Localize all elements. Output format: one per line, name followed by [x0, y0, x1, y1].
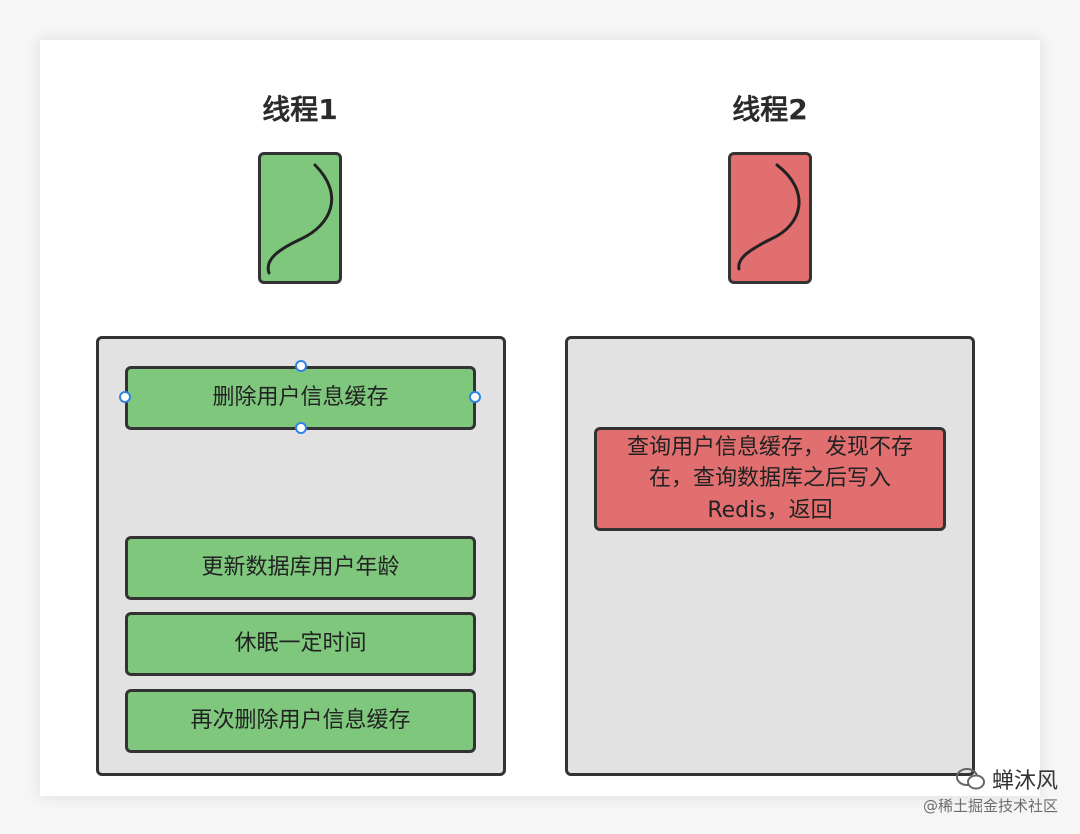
thread2-title: 线程2 — [732, 93, 808, 126]
thread2-step-query-cache[interactable]: 查询用户信息缓存，发现不存在，查询数据库之后写入Redis，返回 — [594, 427, 946, 531]
thread2-lane — [565, 336, 975, 776]
thread1-step-sleep[interactable]: 休眠一定时间 — [125, 612, 476, 676]
watermark-sub: @稀土掘金技术社区 — [922, 797, 1058, 815]
watermark-name-row: 蝉沐风 — [955, 763, 1058, 795]
step-label: 休眠一定时间 — [234, 631, 367, 657]
thread1-step-delete-cache-again[interactable]: 再次删除用户信息缓存 — [125, 689, 476, 753]
wechat-icon — [955, 768, 985, 790]
step-label: 查询用户信息缓存，发现不存在，查询数据库之后写入Redis，返回 — [626, 435, 913, 523]
selection-handle-bottom[interactable] — [295, 422, 307, 434]
thread1-step-delete-cache[interactable]: 删除用户信息缓存 — [125, 366, 476, 430]
thread1-title: 线程1 — [262, 93, 338, 126]
watermark-name: 蝉沐风 — [991, 769, 1058, 794]
step-label: 删除用户信息缓存 — [212, 385, 389, 411]
selection-handle-top[interactable] — [295, 360, 307, 372]
thread2-squiggle-icon — [728, 152, 812, 284]
step-label: 再次删除用户信息缓存 — [190, 708, 411, 734]
selection-handle-right[interactable] — [469, 391, 481, 403]
watermark: 蝉沐风 @稀土掘金技术社区 — [923, 763, 1058, 816]
step-label: 更新数据库用户年龄 — [201, 555, 400, 581]
thread1-step-update-db[interactable]: 更新数据库用户年龄 — [125, 536, 476, 600]
selection-handle-left[interactable] — [119, 391, 131, 403]
thread1-squiggle-icon — [258, 152, 342, 284]
